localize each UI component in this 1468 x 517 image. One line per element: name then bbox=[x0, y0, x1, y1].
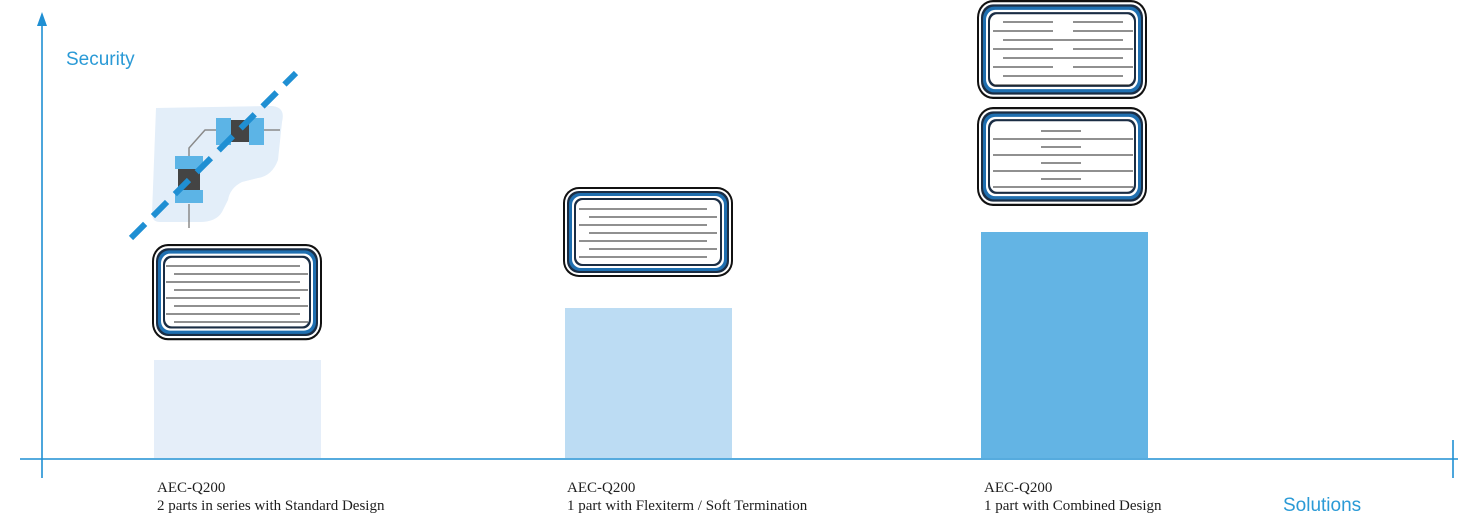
y-axis-label: Security bbox=[66, 49, 135, 70]
category-title: AEC-Q200 bbox=[157, 480, 226, 496]
category-label-combined: AEC-Q200 1 part with Combined Design bbox=[984, 479, 1161, 515]
category-description: 1 part with Combined Design bbox=[984, 498, 1162, 514]
series-dashed-line bbox=[128, 70, 299, 241]
x-axis-label: Solutions bbox=[1283, 495, 1362, 516]
category-title: AEC-Q200 bbox=[984, 480, 1053, 496]
category-description: 1 part with Flexiterm / Soft Termination bbox=[567, 498, 808, 514]
category-title: AEC-Q200 bbox=[567, 480, 636, 496]
capacitor-standard-icon bbox=[152, 244, 322, 341]
capacitor-flexiterm-icon bbox=[563, 187, 733, 277]
bar-combined-design bbox=[981, 232, 1148, 458]
capacitor-combined-icon bbox=[977, 0, 1147, 206]
series-capacitor-circuit-icon bbox=[152, 106, 283, 228]
category-label-flexiterm: AEC-Q200 1 part with Flexiterm / Soft Te… bbox=[567, 479, 807, 515]
category-description: 2 parts in series with Standard Design bbox=[157, 498, 385, 514]
category-label-standard: AEC-Q200 2 parts in series with Standard… bbox=[157, 479, 384, 515]
bar-standard-design bbox=[154, 360, 321, 458]
bar-flexiterm bbox=[565, 308, 732, 458]
x-axis bbox=[20, 440, 1458, 478]
y-axis bbox=[37, 12, 47, 478]
